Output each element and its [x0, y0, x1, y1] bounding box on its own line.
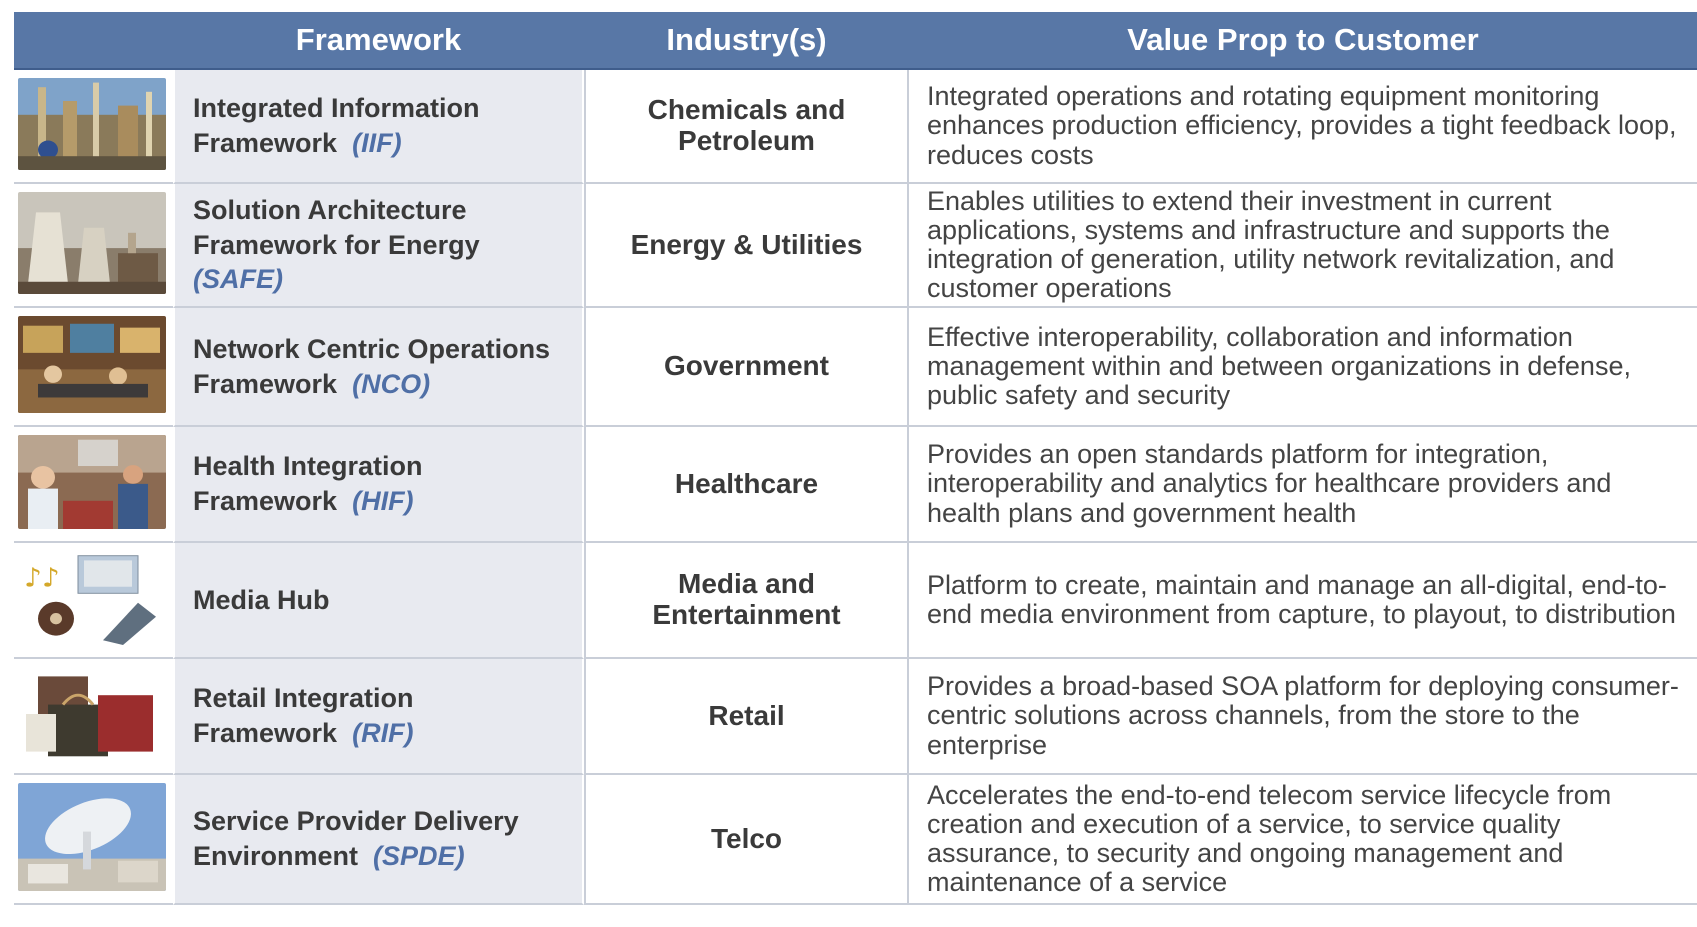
- framework-name: Network Centric Operations Framework: [193, 333, 551, 399]
- table-row-framework: Service Provider Delivery Environment (S…: [173, 775, 584, 905]
- framework-abbr: (HIF): [352, 486, 414, 516]
- table-row-value-prop: Enables utilities to extend their invest…: [909, 184, 1697, 308]
- table-row-framework: Network Centric Operations Framework (NC…: [173, 308, 584, 427]
- table-row-image: ♪♪: [14, 543, 173, 659]
- header-industry: Industry(s): [584, 12, 909, 70]
- table-row-industry: Energy & Utilities: [584, 184, 909, 308]
- framework-name: Health Integration Framework: [193, 451, 423, 516]
- framework-name: Service Provider Delivery Environment: [193, 806, 519, 871]
- satellite-dish-photo-icon: [18, 783, 166, 891]
- framework-name: Media Hub: [193, 584, 330, 615]
- framework-abbr: (NCO): [352, 368, 431, 399]
- table-row-image: [14, 70, 173, 184]
- table-row-framework: Integrated Information Framework (IIF): [173, 70, 584, 184]
- table-row-industry: Healthcare: [584, 427, 909, 543]
- table-row-value-prop: Provides a broad-based SOA platform for …: [909, 659, 1697, 775]
- table-row-industry: Chemicals and Petroleum: [584, 70, 909, 184]
- framework-abbr: (IIF): [352, 128, 402, 158]
- table-row-image: [14, 659, 173, 775]
- shopping-bags-photo-icon: [18, 667, 166, 761]
- header-framework: Framework: [173, 12, 584, 70]
- table-row-image: [14, 427, 173, 543]
- framework-name: Solution Architecture Framework for Ener…: [193, 195, 480, 260]
- framework-abbr: (RIF): [352, 718, 414, 748]
- table-row-image: [14, 775, 173, 905]
- power-plant-photo-icon: [18, 192, 166, 294]
- hospital-photo-icon: [18, 435, 166, 529]
- table-row-industry: Government: [584, 308, 909, 427]
- table-row-framework: Retail Integration Framework (RIF): [173, 659, 584, 775]
- table-row-image: [14, 184, 173, 308]
- table-row-value-prop: Platform to create, maintain and manage …: [909, 543, 1697, 659]
- framework-name: Integrated Information Framework: [193, 93, 480, 158]
- header-value-prop: Value Prop to Customer: [909, 12, 1697, 70]
- framework-name: Retail Integration Framework: [193, 683, 414, 748]
- refinery-photo-icon: [18, 78, 166, 170]
- framework-abbr: (SPDE): [373, 841, 465, 871]
- frameworks-table: Framework Industry(s) Value Prop to Cust…: [14, 12, 1697, 927]
- table-row-value-prop: Accelerates the end-to-end telecom servi…: [909, 775, 1697, 905]
- table-row-image: [14, 308, 173, 427]
- table-row-value-prop: Provides an open standards platform for …: [909, 427, 1697, 543]
- table-row-framework: Health Integration Framework (HIF): [173, 427, 584, 543]
- table-row-industry: Media and Entertainment: [584, 543, 909, 659]
- table-row-industry: Retail: [584, 659, 909, 775]
- control-room-photo-icon: [18, 316, 166, 413]
- table-row-value-prop: Integrated operations and rotating equip…: [909, 70, 1697, 184]
- framework-abbr: (SAFE): [193, 264, 283, 295]
- table-row-industry: Telco: [584, 775, 909, 905]
- svg-text:♪♪: ♪♪: [24, 563, 60, 593]
- header-image-column: [14, 12, 173, 70]
- media-collage-icon: ♪♪: [18, 551, 166, 645]
- table-row-framework: Solution Architecture Framework for Ener…: [173, 184, 584, 308]
- table-row-framework: Media Hub: [173, 543, 584, 659]
- table-row-value-prop: Effective interoperability, collaboratio…: [909, 308, 1697, 427]
